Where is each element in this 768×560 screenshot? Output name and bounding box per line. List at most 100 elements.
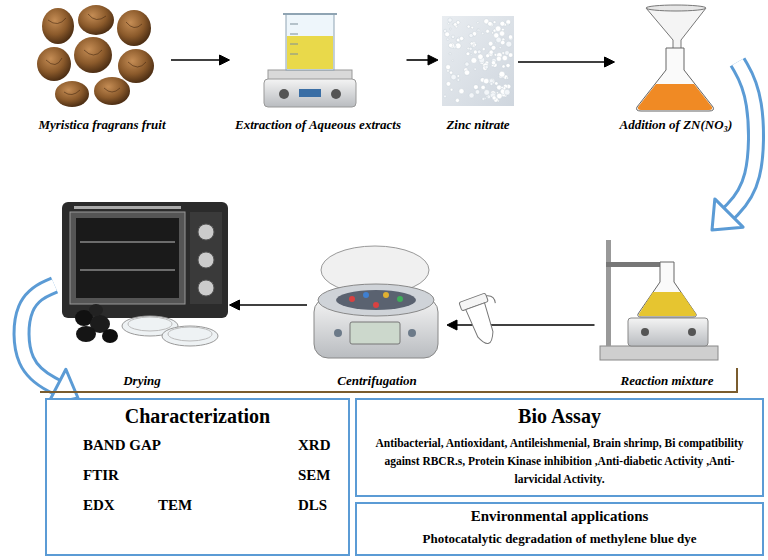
hot-plate-stirrer [331, 89, 341, 99]
nutmeg-fruit [94, 77, 130, 105]
zinc-nitrate-powder [488, 21, 493, 26]
box-body-text: Photocatalytic degradation of methylene … [357, 530, 762, 548]
zinc-nitrate-powder [502, 52, 505, 55]
arrowhead [428, 55, 438, 65]
divider-line [40, 368, 737, 392]
microcentrifuge-tube [486, 294, 495, 306]
zinc-nitrate-powder [448, 18, 452, 22]
zinc-nitrate-powder [450, 88, 453, 91]
zinc-nitrate-powder [465, 62, 469, 66]
block-arrow [712, 62, 756, 230]
hot-plate-stirrer [299, 89, 321, 97]
addition-step: Addition of ZN(NO₃) [615, 2, 738, 132]
zinc-nitrate-powder [482, 48, 485, 51]
zinc-nitrate-powder [482, 97, 485, 100]
centrifuge [318, 284, 434, 316]
drying-oven [62, 202, 228, 318]
reaction-setup [600, 240, 718, 360]
zinc-nitrate-powder [471, 45, 473, 47]
petri-dish [122, 316, 218, 346]
technique-label: FTIR [83, 466, 158, 484]
zinc-nitrate-powder [473, 50, 477, 54]
technique-label: TEM [158, 496, 298, 514]
zinc-nitrate-powder [474, 68, 476, 70]
petri-dish [162, 326, 218, 346]
extraction-step: Extraction of Aqueous extracts [230, 2, 407, 132]
petri-dish [168, 327, 212, 341]
step-caption: Addition of ZN(NO₃) [620, 117, 733, 132]
step-caption: Drying [123, 373, 161, 388]
centrifuge [373, 302, 379, 308]
zinc-nitrate-powder [491, 45, 496, 50]
zinc-nitrate-powder [444, 95, 447, 98]
zinc-nitrate-powder [486, 96, 488, 98]
arrow-body-outline [728, 62, 756, 214]
funnel-and-flask [638, 84, 712, 110]
zinc-nitrate-powder [455, 98, 459, 102]
zinc-nitrate-powder [490, 83, 493, 86]
zinc-nitrate-powder [502, 65, 505, 68]
microcentrifuge-tube [459, 291, 508, 348]
zinc-nitrate-powder [469, 33, 473, 37]
centrifuge [314, 246, 438, 358]
nutmeg-fruit [37, 47, 71, 81]
zinc-nitrate-step: Zinc nitrate [438, 8, 518, 132]
flow-arrow [230, 300, 308, 310]
drying-oven [76, 218, 179, 298]
reaction-setup [641, 328, 649, 336]
beaker [283, 14, 337, 70]
zinc-nitrate-powder [494, 53, 497, 56]
zinc-nitrate-powder [504, 89, 510, 95]
zinc-nitrate-powder [481, 32, 484, 35]
zinc-nitrate-powder [442, 16, 514, 106]
zinc-nitrate-powder [477, 29, 480, 32]
nutmeg-fruit [37, 5, 154, 107]
reaction-setup [606, 262, 668, 267]
zinc-nitrate-powder [508, 35, 512, 39]
arrowhead [605, 57, 615, 67]
zinc-nitrate-powder [486, 29, 490, 33]
funnel-and-flask [637, 5, 714, 111]
hot-plate-stirrer [264, 79, 356, 107]
zinc-nitrate-powder [449, 71, 452, 74]
step-caption: Myristica fragrans fruit [38, 117, 165, 132]
zinc-nitrate-powder [508, 53, 513, 58]
step-caption: Zinc nitrate [446, 117, 509, 132]
reaction-setup [639, 292, 696, 316]
technique-label: SEM [298, 466, 348, 484]
technique-grid: BAND GAPXRDFTIRSEMEDXTEMDLS [47, 430, 348, 520]
drying-oven [190, 212, 222, 304]
zinc-nitrate-powder [446, 65, 451, 70]
zinc-nitrate-powder [451, 35, 455, 39]
zinc-nitrate-powder [449, 28, 451, 30]
zinc-nitrate-powder [449, 43, 454, 48]
zinc-nitrate-powder [447, 38, 449, 40]
technique-label: XRD [298, 436, 348, 454]
box-body-text: Antibacterial, Antioxidant, Antileishmen… [357, 434, 762, 488]
zinc-nitrate-powder [502, 55, 507, 60]
hot-plate-stirrer [279, 89, 289, 99]
zinc-nitrate-powder [448, 23, 450, 25]
drying-oven [74, 206, 181, 209]
zinc-nitrate-powder [481, 85, 485, 89]
dried-product [102, 329, 118, 343]
zinc-nitrate-powder [500, 21, 505, 26]
zinc-nitrate-powder [494, 42, 496, 44]
drying-oven [80, 242, 175, 270]
zinc-nitrate-powder [495, 26, 501, 32]
funnel-and-flask [637, 48, 714, 111]
beaker [287, 36, 333, 69]
arrowhead [220, 55, 230, 65]
drying-step: Drying [55, 195, 230, 388]
divider-line [40, 368, 737, 392]
zinc-nitrate-powder [493, 21, 496, 24]
zinc-nitrate-powder [471, 58, 477, 64]
flow-arrow [518, 57, 615, 67]
bio-assay-box: Bio AssayAntibacterial, Antioxidant, Ant… [355, 398, 764, 497]
reaction-setup [600, 346, 718, 360]
arrow-line [407, 59, 431, 61]
zinc-nitrate-powder [469, 93, 474, 98]
zinc-nitrate-powder [477, 22, 479, 24]
zinc-nitrate-powder [449, 53, 451, 55]
zinc-nitrate-powder [477, 50, 481, 54]
